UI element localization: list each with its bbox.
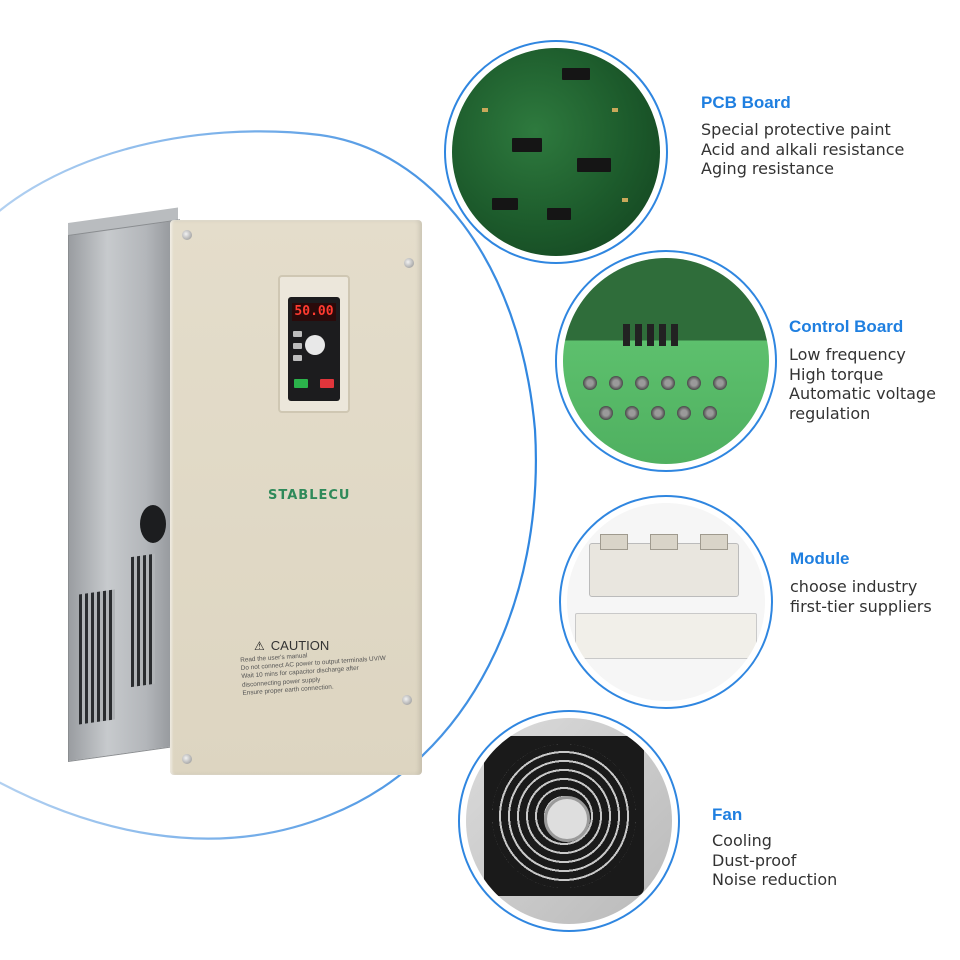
feature-desc-control: Low frequency High torque Automatic volt… (789, 345, 936, 423)
header-pin (623, 324, 630, 346)
feature-title-module: Module (790, 549, 850, 568)
terminal-screw (651, 406, 665, 420)
terminal-screw (583, 376, 597, 390)
fan-grill (492, 744, 636, 888)
keypad-dial (305, 335, 325, 355)
terminal-screw (635, 376, 649, 390)
fan-frame (484, 736, 644, 896)
header-pin (671, 324, 678, 346)
feature-title-pcb: PCB Board (701, 93, 791, 112)
control-board-image (555, 250, 777, 472)
pcb-chip (562, 68, 590, 80)
run-button (294, 379, 308, 388)
module-terminal (600, 534, 628, 550)
caution-title: ⚠ CAUTION (254, 638, 329, 653)
pcb-chip (547, 208, 571, 220)
pcb-board-image (444, 40, 668, 264)
feature-line: Automatic voltage (789, 384, 936, 403)
terminal-screw (625, 406, 639, 420)
feature-line: Low frequency (789, 345, 906, 364)
header-pin (647, 324, 654, 346)
terminal-screw (687, 376, 701, 390)
terminal-screw (677, 406, 691, 420)
feature-desc-fan: Cooling Dust-proof Noise reduction (712, 831, 837, 890)
header-pin (659, 324, 666, 346)
feature-line: Acid and alkali resistance (701, 139, 905, 159)
pcb-chip (577, 158, 611, 172)
terminal-screw (609, 376, 623, 390)
igbt-module (575, 613, 757, 659)
keypad-body: 50.00 (288, 297, 340, 401)
pcb-chip (492, 198, 518, 210)
pcb-chip (512, 138, 542, 152)
module-terminal (700, 534, 728, 550)
inverter-side-panel (68, 219, 180, 763)
stop-button (320, 379, 334, 388)
module-image (559, 495, 773, 709)
feature-line: Special protective paint (701, 120, 891, 139)
side-vent (79, 589, 115, 725)
keypad-button (293, 331, 302, 337)
terminal-screw (703, 406, 717, 420)
inverter-front-panel: 50.00 STABLECU ⚠ CAUTION Read the user's … (170, 220, 422, 775)
keypad-button (293, 343, 302, 349)
pcb-pad (482, 108, 488, 112)
igbt-module (589, 534, 739, 597)
screw-icon (182, 230, 192, 240)
terminal-screw (599, 406, 613, 420)
frequency-display: 50.00 (292, 303, 336, 321)
side-vent (131, 553, 155, 688)
caution-label: CAUTION (270, 638, 330, 653)
fan-photo (466, 718, 672, 924)
feature-desc-pcb: Special protective paint Acid and alkali… (701, 120, 904, 179)
screw-icon (402, 695, 412, 705)
screw-icon (182, 754, 192, 764)
feature-title-control: Control Board (789, 317, 904, 336)
pcb-photo (452, 48, 660, 256)
keypad-button (293, 355, 302, 361)
pcb-pad (622, 198, 628, 202)
feature-line: Noise reduction (712, 870, 838, 889)
feature-title-fan: Fan (712, 805, 743, 824)
feature-line: choose industry (790, 577, 918, 596)
feature-line: High torque (789, 364, 884, 384)
keypad: 50.00 (278, 275, 350, 413)
screw-icon (404, 258, 414, 268)
feature-line: regulation (789, 403, 871, 423)
fan-image (458, 710, 680, 932)
inverter-unit: 50.00 STABLECU ⚠ CAUTION Read the user's … (60, 207, 440, 775)
cable-hole (140, 505, 166, 543)
module-photo (567, 503, 765, 701)
feature-line: Dust-proof (712, 850, 797, 870)
module-terminal (650, 534, 678, 550)
caution-text: Read the user's manual Do not connect AC… (240, 645, 412, 698)
brand-logo: STABLECU (268, 488, 351, 503)
feature-line: Aging resistance (701, 159, 834, 178)
fan-hub (544, 796, 590, 842)
terminal-screw (713, 376, 727, 390)
warning-icon: ⚠ (254, 639, 265, 653)
header-pin (635, 324, 642, 346)
feature-line: Cooling (712, 831, 772, 850)
feature-line: first-tier suppliers (790, 596, 932, 616)
pcb-pad (612, 108, 618, 112)
control-board-photo (563, 258, 769, 464)
feature-desc-module: choose industry first-tier suppliers (790, 577, 932, 616)
terminal-screw (661, 376, 675, 390)
